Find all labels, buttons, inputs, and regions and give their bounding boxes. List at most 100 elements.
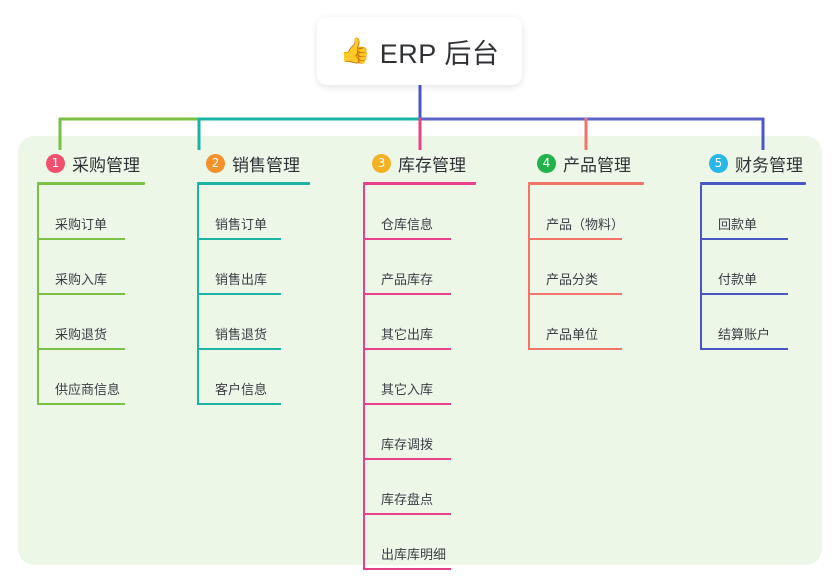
tree-item-underline: [700, 238, 788, 240]
column-badge-5: 5: [709, 153, 728, 173]
tree-item[interactable]: 采购退货: [37, 295, 145, 350]
column-title-2: 销售管理: [232, 155, 300, 175]
column-spine-5: [700, 185, 702, 350]
tree-item-underline: [197, 238, 281, 240]
tree-item-underline: [700, 293, 788, 295]
column-2: 2 销售管理销售订单销售出库销售退货客户信息: [197, 150, 310, 405]
tree-item[interactable]: 出库库明细: [363, 515, 476, 570]
tree-item-label: 出库库明细: [381, 547, 447, 562]
tree-item-label: 产品单位: [546, 327, 599, 342]
column-items-4: 产品（物料） 产品分类产品单位: [528, 185, 644, 350]
tree-item-underline: [197, 348, 281, 350]
tree-item[interactable]: 仓库信息: [363, 185, 476, 240]
column-header-2[interactable]: 2 销售管理: [206, 150, 310, 176]
tree-item[interactable]: 供应商信息: [37, 350, 145, 405]
tree-item[interactable]: 付款单: [700, 240, 806, 295]
tree-item-label: 库存盘点: [381, 492, 434, 507]
tree-item-underline: [37, 238, 125, 240]
tree-item-underline: [37, 348, 125, 350]
tree-item-label: 付款单: [718, 272, 758, 287]
column-underline-4: [528, 182, 644, 185]
tree-item-label: 采购退货: [55, 327, 108, 342]
column-items-3: 仓库信息产品库存其它出库其它入库库存调拨库存盘点出库库明细: [363, 185, 476, 570]
column-title-1: 采购管理: [72, 155, 140, 175]
tree-item[interactable]: 其它入库: [363, 350, 476, 405]
column-spine-4: [528, 185, 530, 350]
tree-item[interactable]: 产品（物料）: [528, 185, 644, 240]
tree-item-label: 其它入库: [381, 382, 434, 397]
tree-item-label: 供应商信息: [55, 382, 121, 397]
column-title-4: 产品管理: [563, 155, 631, 175]
tree-item-underline: [700, 348, 788, 350]
column-header-5[interactable]: 5 财务管理: [709, 150, 806, 176]
tree-item-underline: [197, 293, 281, 295]
tree-item[interactable]: 销售退货: [197, 295, 310, 350]
column-1: 1 采购管理采购订单采购入库采购退货供应商信息: [37, 150, 145, 405]
tree-item-underline: [197, 403, 281, 405]
tree-item-underline: [528, 348, 622, 350]
tree-item-underline: [363, 348, 451, 350]
column-underline-1: [37, 182, 145, 185]
tree-item[interactable]: 产品分类: [528, 240, 644, 295]
tree-item-label: 库存调拨: [381, 437, 434, 452]
column-spine-1: [37, 185, 39, 405]
tree-item-label: 销售出库: [215, 272, 268, 287]
tree-item-label: 其它出库: [381, 327, 434, 342]
root-node-title: ERP 后台: [379, 38, 500, 69]
tree-item-label: 销售订单: [215, 217, 268, 232]
column-badge-4: 4: [537, 153, 556, 173]
tree-item[interactable]: 产品库存: [363, 240, 476, 295]
tree-item-label: 销售退货: [215, 327, 268, 342]
column-title-3: 库存管理: [398, 155, 466, 175]
thumbs-up-icon: 👍: [339, 36, 371, 65]
tree-item-underline: [363, 458, 451, 460]
column-header-1[interactable]: 1 采购管理: [46, 150, 145, 176]
column-items-5: 回款单付款单结算账户: [700, 185, 806, 350]
column-title-5: 财务管理: [735, 155, 803, 175]
column-underline-2: [197, 182, 310, 185]
column-spine-3: [363, 185, 365, 570]
tree-item[interactable]: 其它出库: [363, 295, 476, 350]
column-4: 4 产品管理产品（物料） 产品分类产品单位: [528, 150, 644, 350]
column-spine-2: [197, 185, 199, 405]
tree-item[interactable]: 采购订单: [37, 185, 145, 240]
tree-item[interactable]: 销售出库: [197, 240, 310, 295]
tree-item-underline: [528, 238, 622, 240]
root-node[interactable]: 👍 ERP 后台: [317, 17, 522, 85]
tree-item-label: 仓库信息: [381, 217, 434, 232]
tree-item-label: 采购订单: [55, 217, 108, 232]
tree-item-underline: [37, 403, 125, 405]
tree-item[interactable]: 库存盘点: [363, 460, 476, 515]
column-underline-5: [700, 182, 806, 185]
column-items-1: 采购订单采购入库采购退货供应商信息: [37, 185, 145, 405]
column-5: 5 财务管理回款单付款单结算账户: [700, 150, 806, 350]
tree-item-label: 采购入库: [55, 272, 108, 287]
diagram-panel-background: [18, 136, 822, 565]
tree-item[interactable]: 销售订单: [197, 185, 310, 240]
tree-item[interactable]: 库存调拨: [363, 405, 476, 460]
tree-item-label: 客户信息: [215, 382, 268, 397]
tree-item[interactable]: 产品单位: [528, 295, 644, 350]
tree-item-underline: [363, 403, 451, 405]
column-badge-1: 1: [46, 153, 65, 173]
tree-item-label: 回款单: [718, 217, 758, 232]
tree-item-label: 产品库存: [381, 272, 434, 287]
tree-item-underline: [363, 238, 451, 240]
column-underline-3: [363, 182, 476, 185]
tree-item-label: 产品（物料）: [546, 217, 625, 232]
tree-item-underline: [363, 293, 451, 295]
tree-item-underline: [37, 293, 125, 295]
tree-item-label: 产品分类: [546, 272, 599, 287]
tree-item-underline: [528, 293, 622, 295]
tree-item[interactable]: 采购入库: [37, 240, 145, 295]
tree-item-label: 结算账户: [718, 327, 771, 342]
tree-item[interactable]: 客户信息: [197, 350, 310, 405]
tree-item[interactable]: 回款单: [700, 185, 806, 240]
tree-item[interactable]: 结算账户: [700, 295, 806, 350]
column-badge-2: 2: [206, 153, 225, 173]
column-header-4[interactable]: 4 产品管理: [537, 150, 644, 176]
